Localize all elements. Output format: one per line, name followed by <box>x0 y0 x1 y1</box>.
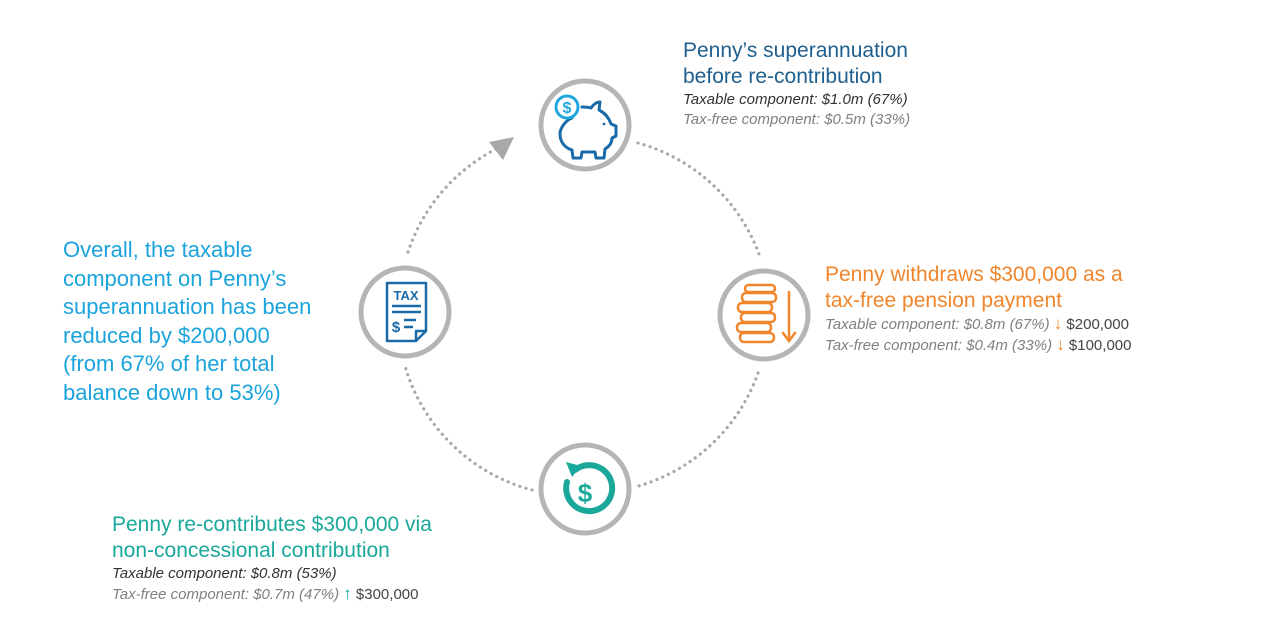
step-bottom-headline-line2: non-concessional contribution <box>112 539 390 562</box>
step-bottom-taxfree: Tax-free component: $0.7m (47%) <box>112 586 340 603</box>
recontribute-dollar-icon <box>563 462 616 515</box>
step-right-taxable-row: Taxable component: $0.8m (67%) ↓ $200,00… <box>825 314 1131 335</box>
overall-summary: Overall, the taxable component on Penny’… <box>63 236 311 407</box>
step-top-headline: Penny’s superannuation before re-contrib… <box>683 38 910 90</box>
cycle-ring <box>403 141 762 492</box>
down-arrow-icon <box>781 290 797 344</box>
step-bottom-taxable: Taxable component: $0.8m (53%) <box>112 565 337 582</box>
ring-segment-left-top <box>406 146 500 254</box>
step-right-headline: Penny withdraws $300,000 as a tax-free p… <box>825 262 1131 314</box>
coin-stack-icon <box>735 283 778 344</box>
node-top: $ <box>538 78 632 172</box>
down-arrow-icon: ↓ <box>1056 335 1065 354</box>
piggy-dollar-glyph: $ <box>563 100 572 117</box>
step-bottom-taxfree-row: Tax-free component: $0.7m (47%) ↑ $300,0… <box>112 584 432 605</box>
summary-line: balance down to 53%) <box>63 379 281 405</box>
piggy-bank-icon <box>554 94 618 160</box>
step-bottom-headline: Penny re-contributes $300,000 via non-co… <box>112 512 432 564</box>
recontribute-dollar-glyph: $ <box>578 478 593 508</box>
step-before-recontribution: Penny’s superannuation before re-contrib… <box>683 38 910 130</box>
step-withdrawal: Penny withdraws $300,000 as a tax-free p… <box>825 262 1131 356</box>
summary-line: (from 67% of her total <box>63 351 275 376</box>
tax-label: TAX <box>393 288 418 303</box>
step-right-taxable: Taxable component: $0.8m (67%) <box>825 316 1050 333</box>
ring-segment-bottom-left <box>403 364 534 492</box>
ring-segment-right-bottom <box>633 371 760 489</box>
ring-segment-top-right <box>636 141 762 259</box>
tax-document-icon <box>385 281 428 343</box>
cycle-arrowhead <box>489 137 514 160</box>
tax-dollar-glyph: $ <box>392 319 401 336</box>
step-recontribution: Penny re-contributes $300,000 via non-co… <box>112 512 432 605</box>
step-top-taxable: Taxable component: $1.0m (67%) <box>683 91 908 108</box>
node-left: TAX $ <box>358 265 452 359</box>
step-right-taxable-change: $200,000 <box>1066 316 1129 333</box>
summary-line: superannuation has been <box>63 294 312 319</box>
summary-line: component on Penny’s <box>63 265 287 291</box>
summary-line: Overall, the taxable <box>63 237 253 262</box>
step-bottom-headline-line1: Penny re-contributes $300,000 via <box>112 513 432 536</box>
step-right-taxfree-change: $100,000 <box>1068 337 1132 354</box>
node-right <box>717 268 811 362</box>
step-top-taxfree: Tax-free component: $0.5m (33%) <box>683 111 911 128</box>
step-right-headline-line2: tax-free pension payment <box>825 289 1062 312</box>
summary-line: reduced by $200,000 <box>63 322 270 348</box>
step-right-headline-line1: Penny withdraws $300,000 as a <box>825 263 1123 286</box>
step-top-headline-line1: Penny’s superannuation <box>683 39 908 62</box>
step-top-headline-line2: before re-contribution <box>683 65 883 88</box>
step-bottom-taxfree-change: $300,000 <box>355 586 419 603</box>
down-arrow-icon: ↓ <box>1053 314 1063 333</box>
step-right-taxfree-row: Tax-free component: $0.4m (33%) ↓ $100,0… <box>825 335 1131 356</box>
step-right-taxfree: Tax-free component: $0.4m (33%) <box>825 337 1053 354</box>
node-bottom: $ <box>538 442 632 536</box>
up-arrow-icon: ↑ <box>343 584 352 603</box>
